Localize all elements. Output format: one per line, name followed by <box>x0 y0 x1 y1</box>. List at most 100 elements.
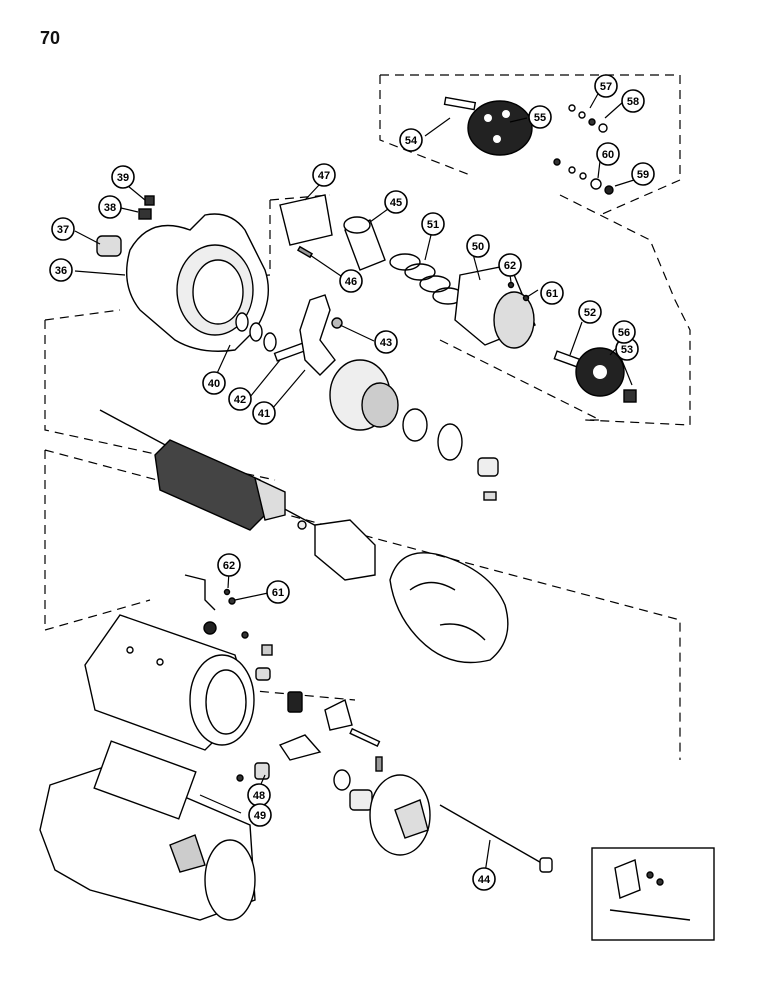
small-hardware-59-60 <box>553 158 614 195</box>
assembled-starter <box>39 740 256 921</box>
callout-label-46: 46 <box>345 276 357 288</box>
screw-plug <box>144 195 155 206</box>
gasket-plate <box>279 194 333 246</box>
callout-41: 41 <box>252 401 276 425</box>
callout-label-54: 54 <box>405 135 418 147</box>
tube-end <box>343 216 371 234</box>
bracket-48 <box>254 762 270 780</box>
spring <box>375 756 383 772</box>
callout-label-43: 43 <box>380 337 392 349</box>
callout-61-field: 61 <box>266 580 290 604</box>
small-screw <box>241 631 249 639</box>
plunger-springs <box>389 253 464 305</box>
field-coils <box>389 552 509 664</box>
screw-48 <box>236 774 244 782</box>
contact-disc <box>575 347 625 397</box>
callout-43: 43 <box>374 330 398 354</box>
callout-label-42: 42 <box>234 394 246 406</box>
callout-36: 36 <box>49 258 73 282</box>
small-hardware-57-58 <box>568 104 608 133</box>
callout-label-59: 59 <box>637 169 649 181</box>
commutator-end-frame <box>369 774 431 856</box>
solenoid-cap <box>467 100 533 156</box>
callout-62-field: 62 <box>217 553 241 577</box>
holder-pin <box>349 727 381 747</box>
callout-52: 52 <box>578 300 602 324</box>
callout-label-61-field: 61 <box>272 587 284 599</box>
shift-lever <box>299 294 336 376</box>
callout-48: 48 <box>247 783 271 807</box>
terminal-block <box>261 644 273 656</box>
callout-49: 49 <box>248 803 272 827</box>
pin-42 <box>273 342 307 362</box>
leader-lines <box>74 91 635 874</box>
through-bolt-head <box>539 857 553 873</box>
callout-label-56: 56 <box>618 327 630 339</box>
callout-50: 50 <box>466 234 490 258</box>
callout-label-62-solenoid: 62 <box>504 260 516 272</box>
insulator <box>255 667 271 681</box>
callout-61-solenoid: 61 <box>540 281 564 305</box>
callout-label-62-field: 62 <box>223 560 235 572</box>
grommet <box>203 621 217 635</box>
callout-label-37: 37 <box>57 224 69 236</box>
callout-45: 45 <box>384 190 408 214</box>
callout-42: 42 <box>228 387 252 411</box>
callout-label-52: 52 <box>584 307 596 319</box>
dash-outline-drive-group <box>44 309 601 481</box>
callout-57: 57 <box>594 74 618 98</box>
brush-holder-arm <box>278 734 322 761</box>
page-number: 70 <box>40 28 61 48</box>
armature-washer <box>297 520 307 530</box>
callout-51: 51 <box>421 212 445 236</box>
callout-label-36: 36 <box>55 265 67 277</box>
callout-44: 44 <box>472 867 496 891</box>
callout-label-39: 39 <box>117 172 129 184</box>
callout-label-49: 49 <box>254 810 266 822</box>
thrust-washer <box>437 423 463 461</box>
armature <box>99 409 321 531</box>
callout-59: 59 <box>631 162 655 186</box>
callout-47: 47 <box>312 163 336 187</box>
callout-label-41: 41 <box>258 408 270 420</box>
nut-43 <box>331 317 343 329</box>
callout-label-38: 38 <box>104 202 116 214</box>
end-frame-bushing <box>349 789 373 811</box>
callout-label-40: 40 <box>208 378 220 390</box>
callout-60: 60 <box>596 142 620 166</box>
terminal-strap <box>184 574 216 611</box>
callout-58: 58 <box>621 89 645 113</box>
callout-55: 55 <box>528 105 552 129</box>
callout-label-53: 53 <box>621 344 633 356</box>
callout-62-solenoid: 62 <box>498 253 522 277</box>
callout-label-48: 48 <box>253 790 265 802</box>
through-bolt <box>439 804 546 866</box>
callout-40: 40 <box>202 371 226 395</box>
callout-label-58: 58 <box>627 96 639 108</box>
callout-label-50: 50 <box>472 241 484 253</box>
callout-label-60: 60 <box>602 149 614 161</box>
dash-outline-top-group <box>379 74 681 216</box>
brush <box>287 691 303 713</box>
screw-62-top <box>507 281 515 289</box>
end-frame-washer <box>333 769 351 791</box>
callout-39: 39 <box>111 165 135 189</box>
washer-stack-40 <box>235 312 277 352</box>
collar <box>477 457 499 477</box>
callout-54: 54 <box>399 128 423 152</box>
solenoid-switch <box>454 264 536 349</box>
dash-outline-field-group <box>44 449 681 760</box>
brush-spring-plate <box>324 698 353 731</box>
drive-clutch <box>329 359 428 442</box>
screw-61-field <box>228 597 236 605</box>
callout-label-47: 47 <box>318 170 330 182</box>
drive-housing <box>125 213 270 352</box>
callout-46: 46 <box>339 269 363 293</box>
small-bolt <box>483 491 497 501</box>
callout-56: 56 <box>612 320 636 344</box>
callout-label-44: 44 <box>478 874 491 886</box>
field-frame <box>84 614 255 751</box>
screw-62-field <box>223 588 231 596</box>
callout-label-51: 51 <box>427 219 439 231</box>
